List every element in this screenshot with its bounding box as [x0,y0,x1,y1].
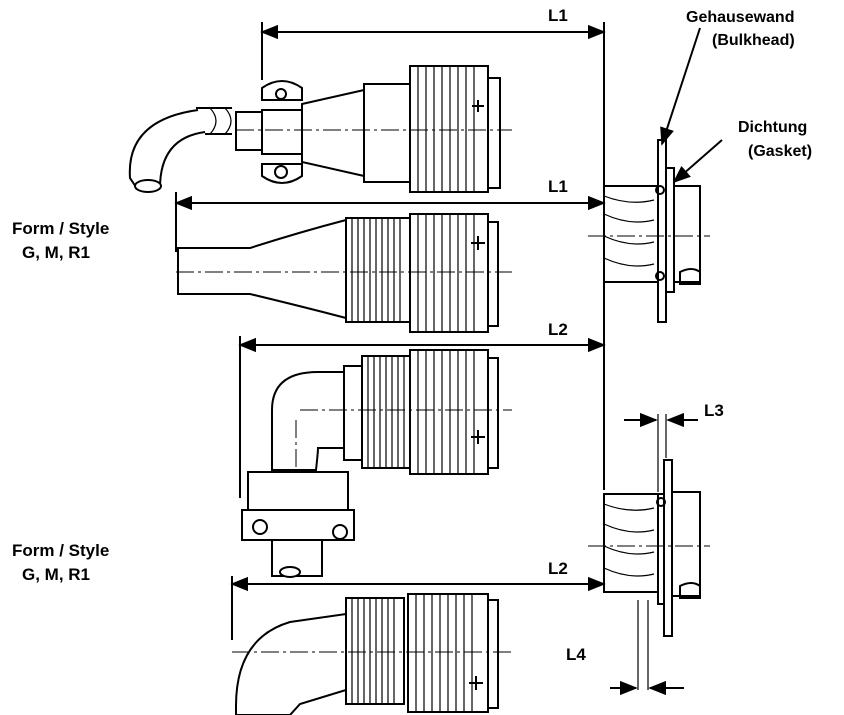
connector-right-angle [232,593,512,715]
dim-label-l3: L3 [704,401,724,420]
connector-right-angle-with-clamp [241,349,512,578]
dim-label-l2-mid: L2 [548,320,568,339]
dim-label-l2-bottom: L2 [548,559,568,578]
dim-label-l4: L4 [566,645,586,664]
dim-label-l1-top: L1 [548,6,568,25]
style-1-label-line1: Form / Style [12,219,109,238]
style-2-label-line2: G, M, R1 [22,565,90,584]
dimension-lines [174,24,698,696]
gasket-label-en: (Gasket) [748,143,812,160]
receptacle-lower [588,459,710,637]
dim-label-l1-mid: L1 [548,177,568,196]
bulkhead-label-en: (Bulkhead) [712,32,795,49]
style-1-label-line2: G, M, R1 [22,243,90,262]
style-2-label-line1: Form / Style [12,541,109,560]
gasket-leader [672,139,723,184]
gasket-label-de: Dichtung [738,119,807,136]
leader-lines [660,27,723,184]
receptacle-upper [588,139,710,323]
bulkhead-leader [660,27,701,146]
connector-straight-with-clamp [128,65,512,193]
bulkhead-label-de: Gehausewand [686,9,794,26]
connector-straight [176,213,512,333]
text-labels: L1 L1 L2 L2 L3 L4 Gehausewand (Bulkhead)… [12,6,812,664]
